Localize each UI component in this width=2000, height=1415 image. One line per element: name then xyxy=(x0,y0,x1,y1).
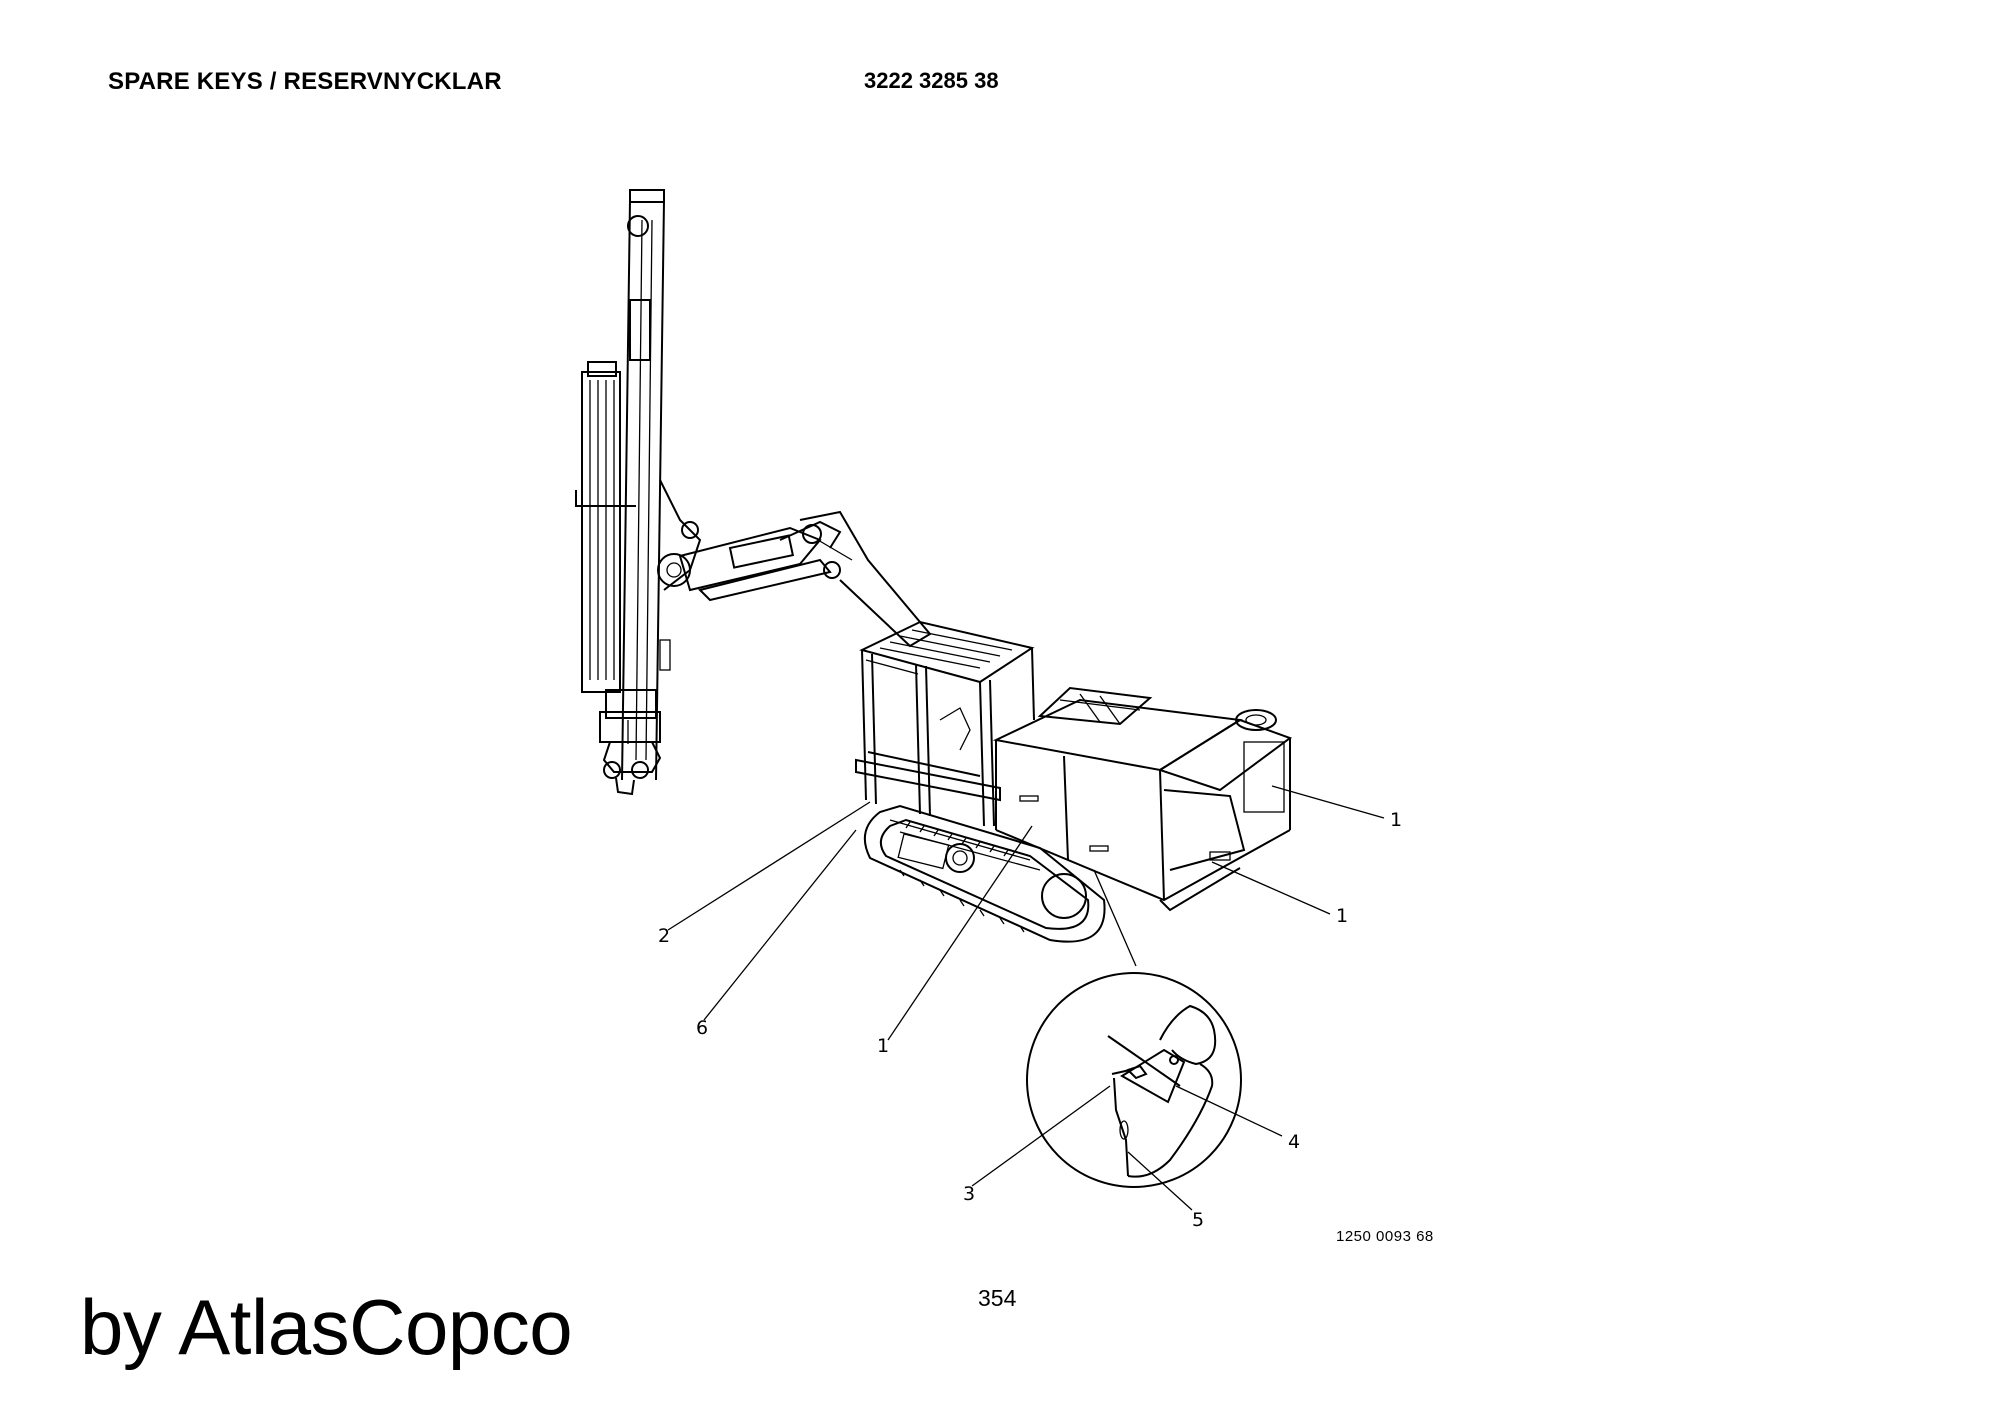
crawler-track xyxy=(863,804,1106,943)
callout-1-bottom: 1 xyxy=(877,1035,889,1057)
callout-3: 3 xyxy=(963,1183,975,1205)
callout-1-right-upper: 1 xyxy=(1390,809,1402,831)
callout-6: 6 xyxy=(696,1017,708,1039)
detail-view-circle xyxy=(1026,972,1242,1188)
drawing-number: 1250 0093 68 xyxy=(1336,1228,1434,1245)
callout-2: 2 xyxy=(658,925,670,947)
page-title: SPARE KEYS / RESERVNYCKLAR xyxy=(108,68,502,95)
carrier-body xyxy=(992,686,1293,912)
part-number: 3222 3285 38 xyxy=(864,68,999,93)
callout-4: 4 xyxy=(1288,1131,1300,1153)
leader-lines xyxy=(667,785,1385,1211)
callout-1-right-lower: 1 xyxy=(1336,905,1348,927)
feed-mast xyxy=(575,189,671,796)
callout-5: 5 xyxy=(1192,1209,1204,1231)
watermark: by AtlasCopco xyxy=(80,1283,573,1371)
boom xyxy=(657,479,932,648)
cabin xyxy=(855,620,1035,827)
page-number: 354 xyxy=(978,1285,1017,1311)
